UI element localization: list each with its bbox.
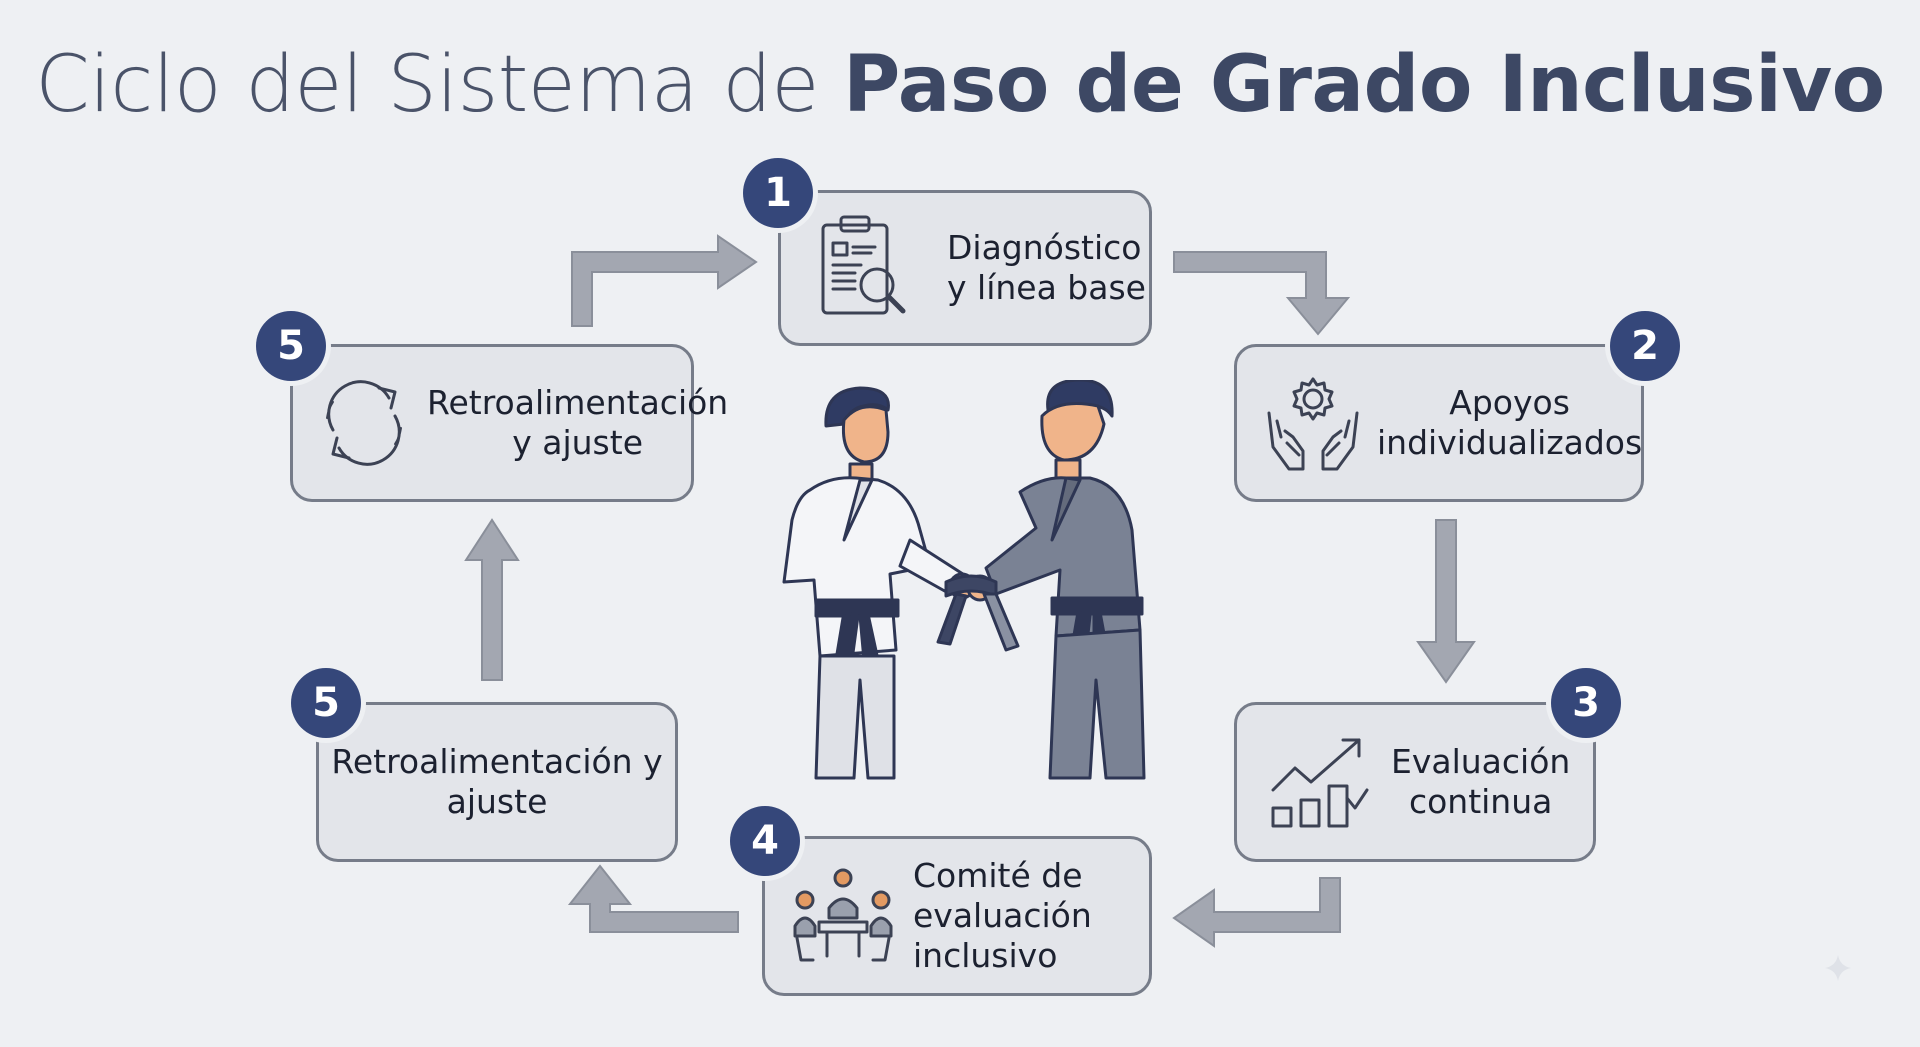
step-2-box: Apoyos individualizados	[1234, 344, 1644, 502]
step-3-badge: 3	[1551, 668, 1621, 738]
clipboard-search-icon	[821, 215, 906, 315]
step-4-line2: evaluación	[913, 896, 1092, 935]
step-4-line3: inclusivo	[913, 936, 1058, 975]
step-5-lower-line1: Retroalimentación y	[331, 742, 663, 781]
step-1-line1: Diagnóstico	[947, 228, 1142, 267]
step-5-lower-label: Retroalimentación y ajuste	[331, 742, 662, 822]
belt-icon	[936, 574, 1020, 652]
diagram-title: Ciclo del Sistema de Paso de Grado Inclu…	[0, 38, 1920, 132]
step-1-line2: y línea base	[947, 268, 1146, 307]
step-1-label: Diagnóstico y línea base	[947, 228, 1146, 308]
step-5-lower-line2: ajuste	[446, 782, 548, 821]
step-4-label: Comité de evaluación inclusivo	[913, 856, 1092, 976]
hands-gear-icon	[1267, 377, 1359, 471]
growth-chart-icon	[1271, 738, 1369, 828]
title-light: Ciclo del Sistema de	[35, 40, 844, 130]
step-5-upper-badge: 5	[256, 311, 326, 381]
step-3-line1: Evaluación	[1391, 742, 1571, 781]
step-5-upper-label: Retroalimentación y ajuste	[427, 383, 728, 463]
step-5-upper-line1: Retroalimentación	[427, 383, 729, 422]
step-5-lower-badge: 5	[291, 668, 361, 738]
step-4-badge: 4	[730, 806, 800, 876]
arrow-3-to-4	[1172, 877, 1341, 948]
title-bold: Paso de Grado Inclusivo	[843, 40, 1885, 130]
step-5-upper-line2: y ajuste	[512, 423, 643, 462]
arrow-5b-to-5a	[464, 518, 520, 681]
step-1-box: Diagnóstico y línea base	[778, 190, 1152, 346]
judoka-grey-gi	[966, 380, 1146, 780]
step-2-line2: individualizados	[1377, 423, 1643, 462]
sparkle-icon	[1825, 955, 1851, 981]
step-2-badge: 2	[1610, 311, 1680, 381]
arrow-4-to-5	[567, 864, 739, 933]
step-2-label: Apoyos individualizados	[1377, 383, 1642, 463]
arrow-2-to-3	[1416, 519, 1476, 684]
judoka-white-gi	[782, 386, 976, 780]
belt-handover-illustration	[782, 380, 1146, 780]
step-4-box: Comité de evaluación inclusivo	[762, 836, 1152, 996]
step-3-label: Evaluación continua	[1391, 742, 1570, 822]
step-4-line1: Comité de	[913, 856, 1083, 895]
step-1-badge: 1	[743, 158, 813, 228]
step-5-lower-box: Retroalimentación y ajuste	[316, 702, 678, 862]
committee-meeting-icon	[793, 868, 893, 962]
refresh-cycle-icon	[326, 380, 402, 466]
arrow-5-to-1	[571, 234, 758, 327]
step-3-line2: continua	[1408, 782, 1553, 821]
step-2-line1: Apoyos	[1449, 383, 1570, 422]
step-5-upper-box: Retroalimentación y ajuste	[290, 344, 728, 502]
arrow-1-to-2	[1173, 251, 1351, 336]
step-3-box: Evaluación continua	[1234, 702, 1596, 862]
